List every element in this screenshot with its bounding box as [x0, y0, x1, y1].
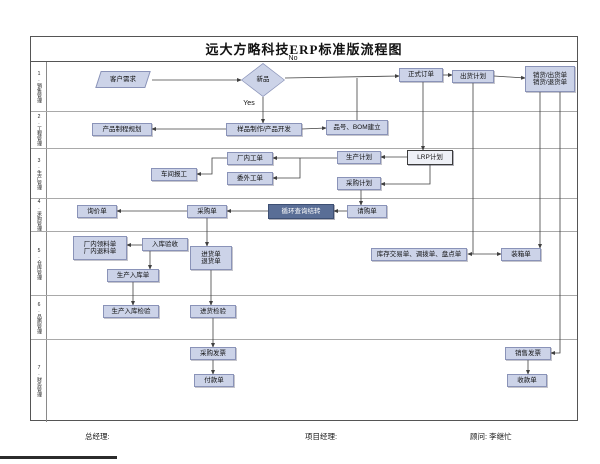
- swimlane-4: 4.采购管理: [31, 199, 577, 232]
- swimlane-container: 1.销售管理 2.工程管理 3.生产管理 4.采购管理 5.仓库管理 6.品质管理 7.财务…: [31, 62, 577, 422]
- swimlane-label-cell: 3.生产管理: [31, 149, 47, 198]
- swimlane-label-cell: 6.品质管理: [31, 296, 47, 339]
- swimlane-label: 2.工程管理: [36, 114, 42, 146]
- footer-consultant: 顾问: 李继忙: [470, 432, 512, 441]
- swimlane-label-cell: 7.财务管理: [31, 340, 47, 422]
- swimlane-5: 5.仓库管理: [31, 232, 577, 296]
- bottom-bar: [0, 456, 117, 459]
- footer-project-manager: 项目经理:: [305, 432, 338, 441]
- diagram-frame: 远大方略科技ERP标准版流程图 1.销售管理 2.工程管理 3.生产管理 4.采购管理…: [30, 36, 578, 422]
- swimlane-7: 7.财务管理: [31, 340, 577, 422]
- swimlane-1: 1.销售管理: [31, 62, 577, 112]
- swimlane-label: 1.销售管理: [36, 70, 42, 103]
- swimlane-3: 3.生产管理: [31, 149, 577, 199]
- swimlane-label-cell: 2.工程管理: [31, 112, 47, 148]
- swimlane-label: 3.生产管理: [36, 157, 42, 190]
- swimlane-label: 7.财务管理: [36, 365, 42, 397]
- swimlane-label: 4.采购管理: [36, 199, 42, 231]
- swimlane-label: 6.品质管理: [36, 301, 42, 334]
- swimlane-label-cell: 1.销售管理: [31, 62, 47, 111]
- swimlane-6: 6.品质管理: [31, 296, 577, 340]
- diagram-title: 远大方略科技ERP标准版流程图: [31, 37, 577, 62]
- swimlane-label: 5.仓库管理: [36, 247, 42, 280]
- swimlane-2: 2.工程管理: [31, 112, 577, 149]
- footer-general-manager: 总经理:: [85, 432, 110, 441]
- swimlane-label-cell: 4.采购管理: [31, 199, 47, 231]
- swimlane-label-cell: 5.仓库管理: [31, 232, 47, 295]
